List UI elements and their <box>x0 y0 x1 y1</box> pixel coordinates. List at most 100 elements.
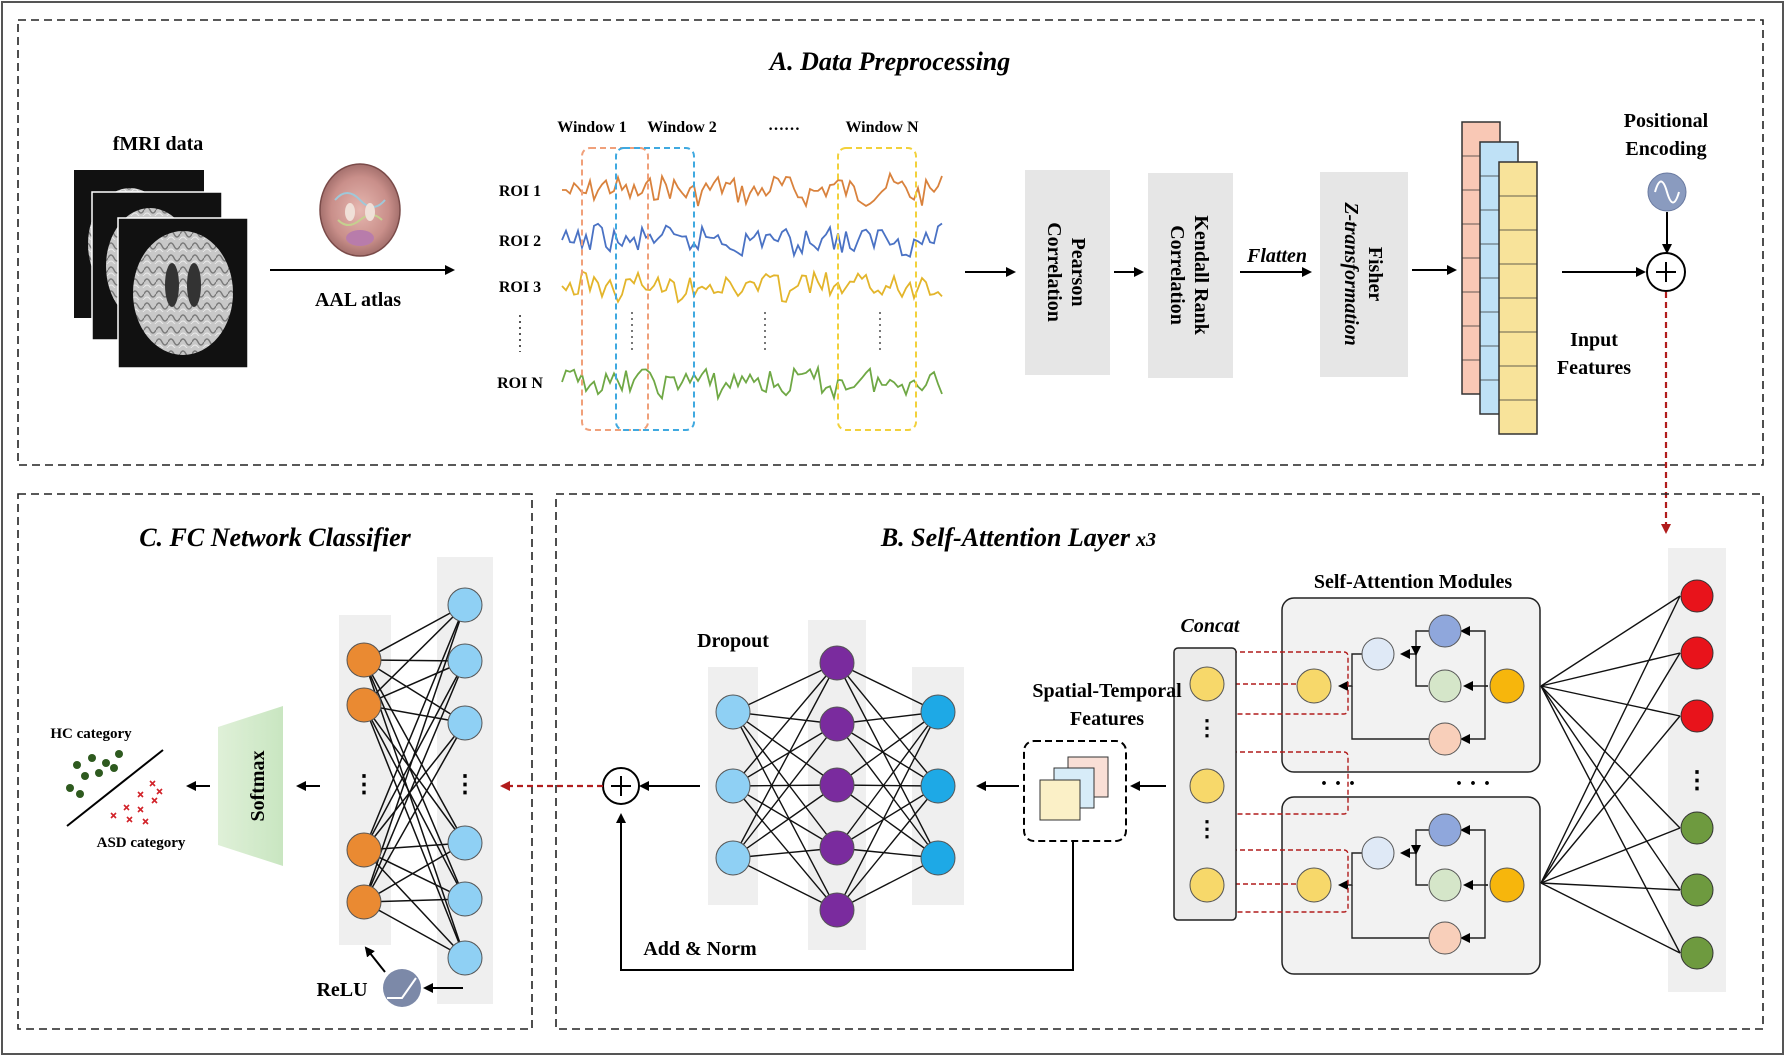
roi-3-label: ROI 3 <box>499 279 541 296</box>
spatial-feature-maps-icon <box>1039 756 1109 821</box>
module-edge <box>1460 686 1486 744</box>
dropout-edge <box>836 711 939 911</box>
roi-series-line-4 <box>561 364 943 402</box>
concat-label: Concat <box>1181 615 1241 637</box>
classifier-hidden-node <box>346 687 382 723</box>
input-edge <box>1540 652 1681 884</box>
input-node-column <box>1668 548 1726 992</box>
dropout-edge <box>732 857 838 911</box>
section-b-frame <box>555 493 1764 1030</box>
module-ellipsis-1: · · · <box>1320 771 1356 797</box>
window-1-label: Window 1 <box>557 119 627 136</box>
kendall-line-1: Kendall Rank <box>1190 215 1212 335</box>
window-2-box <box>615 147 695 431</box>
relu-label: ReLU <box>316 979 367 1001</box>
module-output-node <box>1296 668 1332 704</box>
pearson-box <box>1025 170 1110 375</box>
section-b-title-suffix: x3 <box>1135 529 1156 551</box>
attention-module-2 <box>1281 796 1541 975</box>
roi-1-label: ROI 1 <box>499 183 541 200</box>
classifier-edge <box>363 604 466 706</box>
fmri-label: fMRI data <box>113 133 204 155</box>
roi-series-line-3 <box>561 269 943 304</box>
roi-2-label: ROI 2 <box>499 233 541 250</box>
positional-line-2: Encoding <box>1625 138 1706 160</box>
pearson-line-2: Correlation <box>1043 222 1065 322</box>
green-input-node <box>1680 873 1714 907</box>
plus-sum-icon <box>1646 252 1686 292</box>
dropout-edge <box>836 662 939 859</box>
spatial-features-box <box>1023 740 1127 842</box>
dropout-input-node <box>715 840 751 876</box>
classifier-hidden-node <box>346 884 382 920</box>
module-edge <box>1460 885 1486 943</box>
roi-series-line-1 <box>562 171 943 209</box>
classifier-network: ⋮⋮ <box>346 587 483 976</box>
section-a-frame <box>17 19 1764 466</box>
dropout-edge <box>836 785 939 849</box>
module-score-node <box>1428 921 1462 955</box>
classifier-input-node <box>447 940 483 976</box>
dropout-edge <box>732 784 838 859</box>
classifier-edge <box>363 722 466 851</box>
dropout-edge <box>836 662 939 787</box>
softmax-block <box>218 706 283 866</box>
hc-category-dots <box>66 750 123 798</box>
module-score-node <box>1428 722 1462 756</box>
residual-path-arrow <box>616 813 1074 971</box>
asd-label: ASD category <box>97 835 186 851</box>
concat-nodes: ⋮⋮ <box>1189 666 1225 903</box>
arrow-relu-to-hidden <box>364 946 386 973</box>
window-ellipsis: …… <box>768 117 800 134</box>
dropout-edge <box>836 784 939 859</box>
relu-icon <box>383 969 421 1007</box>
fisher-line-2: Z-transformation <box>1340 201 1362 345</box>
spatial-line-2: Features <box>1070 708 1144 730</box>
section-a-title: A. Data Preprocessing <box>768 47 1011 76</box>
concat-node <box>1189 768 1225 804</box>
dropout-input-node <box>715 694 751 730</box>
pearson-line-1: Pearson <box>1067 238 1089 307</box>
asd-category-crosses <box>110 780 163 825</box>
dropout-edge <box>732 662 838 787</box>
module-weight-node <box>1361 637 1395 671</box>
dropout-output-node <box>920 840 956 876</box>
atlas-label: AAL atlas <box>315 289 401 311</box>
input-edge <box>1540 827 1681 884</box>
input-edge <box>1540 652 1681 687</box>
module-weight-node <box>1361 836 1395 870</box>
flatten-label: Flatten <box>1246 245 1307 267</box>
classifier-input-node <box>447 643 483 679</box>
kendall-line-2: Correlation <box>1166 225 1188 325</box>
input-edge <box>1540 715 1681 884</box>
dropout-label: Dropout <box>697 630 769 652</box>
sine-wave-icon <box>1647 172 1687 212</box>
classifier-input-column <box>437 557 493 1004</box>
classifier-input-node <box>447 881 483 917</box>
dropout-hidden-node <box>819 645 855 681</box>
dropout-edge <box>732 662 838 859</box>
dropout-network <box>715 645 956 928</box>
module-edge <box>1351 885 1432 939</box>
input-edge <box>1540 595 1681 884</box>
module-edge <box>1411 829 1432 855</box>
module-edge <box>1411 630 1432 656</box>
dropout-edge <box>836 662 939 713</box>
input-edge <box>1540 685 1681 954</box>
dropout-hidden-node <box>819 706 855 742</box>
input-node-ellipsis: ⋮ <box>1685 768 1709 794</box>
input-edge <box>1540 685 1681 829</box>
window-2-label: Window 2 <box>647 119 717 136</box>
dropout-edge <box>732 662 838 713</box>
module-value-node <box>1428 669 1462 703</box>
timeseries-vertical-dots <box>631 312 881 352</box>
input-feature-stacks <box>1461 121 1538 435</box>
concat-ellipsis: ⋮ <box>1196 816 1218 841</box>
input-edge <box>1540 882 1681 954</box>
spatial-line-1: Spatial-Temporal <box>1032 680 1182 702</box>
classifier-input-node <box>447 825 483 861</box>
fmri-slice-stack <box>74 170 249 369</box>
dropout-edge <box>732 785 838 911</box>
add-norm-plus-icon <box>602 767 640 805</box>
